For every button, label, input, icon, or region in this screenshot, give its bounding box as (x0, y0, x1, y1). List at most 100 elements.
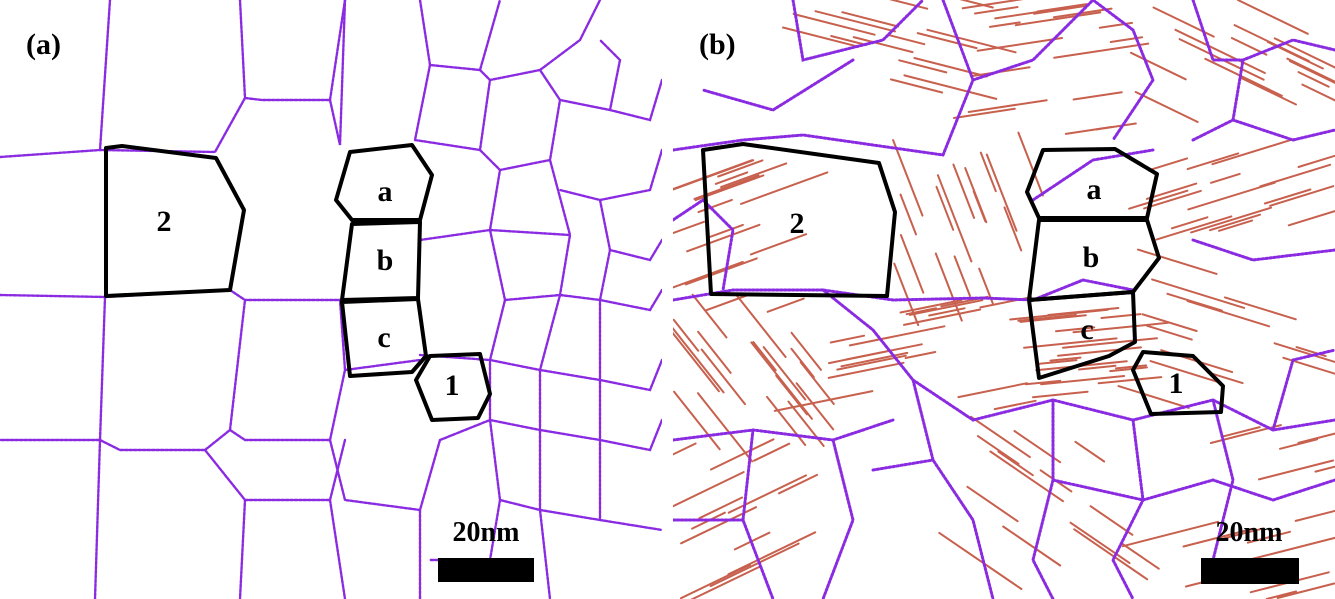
stacking-fault-line (1053, 42, 1150, 59)
stacking-fault-line (889, 78, 944, 94)
stacking-fault-line (697, 330, 732, 374)
stacking-fault-line (752, 341, 777, 372)
stacking-fault-line (740, 171, 829, 205)
grain-label-c: c (377, 321, 391, 354)
grain-outline-2 (104, 144, 246, 298)
stacking-fault-line (673, 159, 754, 190)
stacking-fault-line (903, 74, 998, 100)
stacking-fault-line (1218, 219, 1254, 232)
panel-label-b: (b) (699, 28, 736, 61)
stacking-fault-line (1186, 152, 1240, 171)
stacking-fault-line (673, 220, 705, 235)
grain-outline-b (1027, 218, 1161, 302)
stacking-fault-line (1276, 582, 1335, 599)
stacking-fault-line (989, 21, 1021, 28)
stacking-fault-line (928, 307, 966, 317)
stacking-fault-line (1204, 57, 1283, 97)
stacking-fault-line (926, 28, 1017, 54)
stacking-fault-line (1037, 359, 1078, 365)
stacking-fault-line (1273, 342, 1335, 364)
grain-label-c: c (1080, 313, 1094, 346)
stacking-fault-line (673, 327, 725, 394)
stacking-fault-line (795, 382, 835, 431)
grain-boundaries-a (0, 0, 662, 599)
stacking-fault-line (938, 531, 1023, 590)
stacking-fault-line (709, 542, 800, 588)
stacking-fault-line (1145, 182, 1198, 200)
stacking-fault-line (903, 308, 982, 326)
stacking-fault-line (1024, 379, 1062, 386)
stacking-fault-line (773, 390, 874, 412)
stacking-fault-line (852, 36, 914, 54)
stacking-fault-line (1137, 248, 1218, 275)
stacking-fault-line (1269, 185, 1335, 207)
stacking-fault-line (1166, 292, 1223, 312)
stacking-fault-line (979, 151, 997, 193)
stacking-fault-line (961, 0, 1024, 10)
stacking-fault-line (1109, 366, 1148, 373)
stacking-fault-line (766, 297, 805, 313)
stacking-fault-line (1287, 210, 1335, 227)
stacking-fault-line (708, 223, 744, 239)
grain-outline-a (334, 143, 434, 222)
stacking-fault-line (1151, 278, 1246, 309)
stacking-fault-line (1221, 426, 1261, 438)
grain-outline-2 (701, 142, 897, 298)
stacking-fault-line (1314, 465, 1335, 473)
stacking-fault-line (790, 347, 815, 379)
stacking-fault-line (673, 442, 697, 456)
stacking-fault-line (972, 190, 987, 223)
stacking-fault-line (1054, 326, 1096, 333)
stacking-fault-line (1294, 509, 1335, 522)
stacking-fault-line (830, 35, 868, 46)
stacking-fault-line (1002, 525, 1062, 567)
grain-outline-1 (414, 352, 492, 422)
stacking-fault-line (841, 11, 900, 28)
stacking-fault-line (1240, 77, 1297, 106)
stacking-fault-line (710, 438, 775, 471)
stacking-fault-line (994, 3, 1087, 20)
stacking-fault-line (1170, 216, 1209, 230)
stacking-fault-line (1130, 51, 1187, 81)
stacking-fault-line (1049, 356, 1082, 362)
stacking-fault-line (1210, 172, 1241, 184)
grain-outlines-a (104, 143, 492, 422)
stacking-fault-line (690, 565, 762, 599)
stacking-fault-line (1121, 520, 1220, 548)
stacking-fault-line (1053, 7, 1113, 19)
stacking-fault-line (985, 153, 1018, 232)
stacking-fault-line (1072, 91, 1123, 101)
stacking-fault-line (697, 198, 733, 214)
stacking-fault-line (717, 159, 764, 178)
stacking-fault-line (673, 390, 721, 451)
stacking-fault-line (766, 395, 807, 446)
microstructure-image-a (0, 0, 662, 599)
stacking-fault-line (1297, 154, 1335, 168)
stacking-fault-line (959, 0, 994, 9)
stacking-fault-line (1057, 346, 1142, 357)
stacking-fault-line (1223, 527, 1265, 540)
stacking-fault-line (976, 435, 1020, 465)
stacking-fault-line (1279, 438, 1319, 450)
stacking-fault-line (976, 37, 1063, 52)
stacking-fault-line (700, 348, 746, 406)
stacking-fault-line (1251, 536, 1335, 560)
scale-bar-label-b: 20nm (1215, 517, 1283, 548)
stacking-fault-line (792, 13, 876, 36)
stacking-fault-line (892, 139, 924, 217)
stacking-fault-line (782, 26, 860, 48)
stacking-fault-line (913, 57, 988, 78)
stacking-fault-line (691, 293, 728, 339)
stacking-fault-line (1286, 57, 1335, 83)
stacking-fault-line (1273, 37, 1335, 69)
grain-outlines-b (701, 142, 1225, 416)
stacking-fault-line (673, 318, 700, 352)
stacking-fault-line (967, 99, 1048, 113)
stacking-fault-line (1117, 385, 1190, 409)
stacking-fault-line (1301, 83, 1335, 102)
stacking-fault-line (673, 261, 744, 289)
stacking-fault-line (673, 159, 755, 191)
stacking-fault-line (1282, 356, 1335, 375)
stacking-fault-line (1095, 122, 1137, 131)
stacking-fault-line (762, 346, 807, 401)
